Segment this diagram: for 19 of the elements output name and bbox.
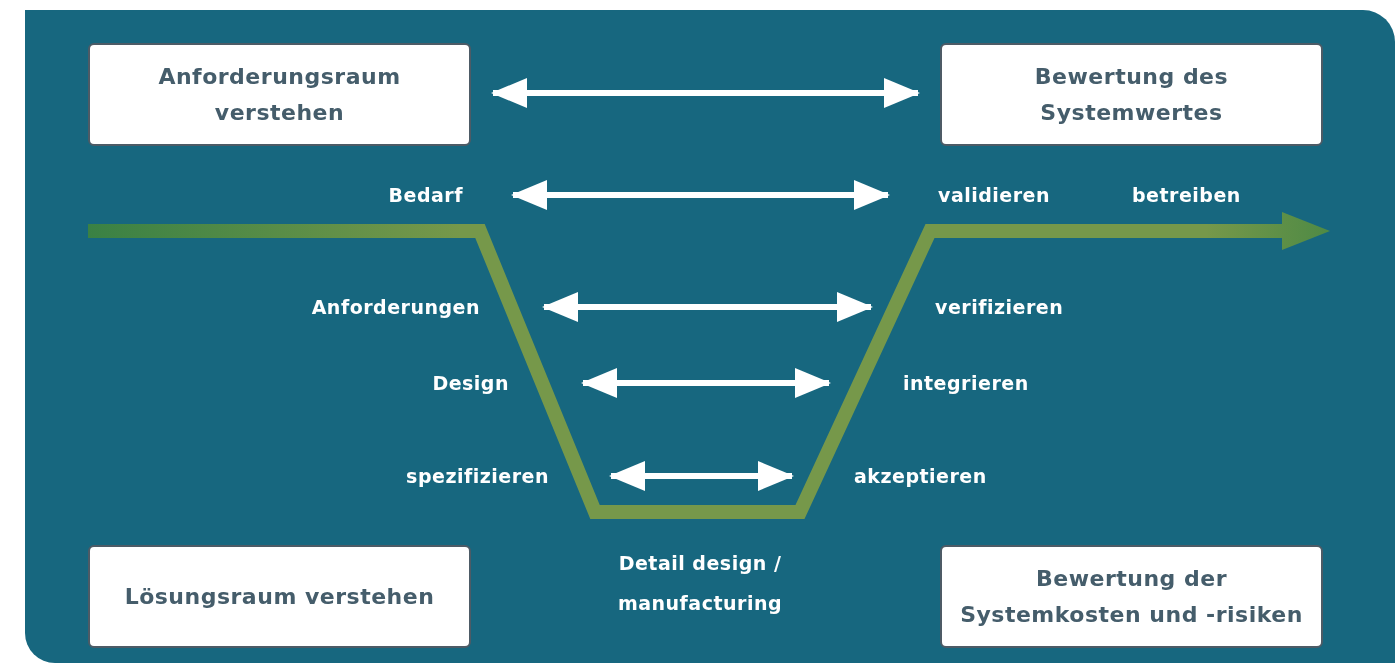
step-label: Anforderungen bbox=[311, 295, 480, 319]
double-arrow bbox=[609, 461, 794, 491]
step-label: validieren bbox=[938, 183, 1050, 207]
text-box: Bewertung des Systemwertes bbox=[940, 43, 1323, 146]
double-arrow bbox=[581, 368, 831, 398]
double-arrow bbox=[511, 180, 890, 210]
step-label: Design bbox=[432, 371, 509, 395]
double-arrow bbox=[491, 78, 920, 108]
step-label: Bedarf bbox=[388, 183, 463, 207]
step-label: verifizieren bbox=[935, 295, 1064, 319]
text-box: Lösungsraum verstehen bbox=[88, 545, 471, 648]
step-label: integrieren bbox=[903, 371, 1029, 395]
step-label: spezifizieren bbox=[406, 464, 549, 488]
text-box: Anforderungsraum verstehen bbox=[88, 43, 471, 146]
double-arrow bbox=[542, 292, 873, 322]
step-label: akzeptieren bbox=[854, 464, 987, 488]
text-box: Bewertung der Systemkosten und -risiken bbox=[940, 545, 1323, 648]
stage-label: betreiben bbox=[1132, 183, 1242, 207]
stage-label: Detail design / manufacturing bbox=[616, 551, 784, 616]
